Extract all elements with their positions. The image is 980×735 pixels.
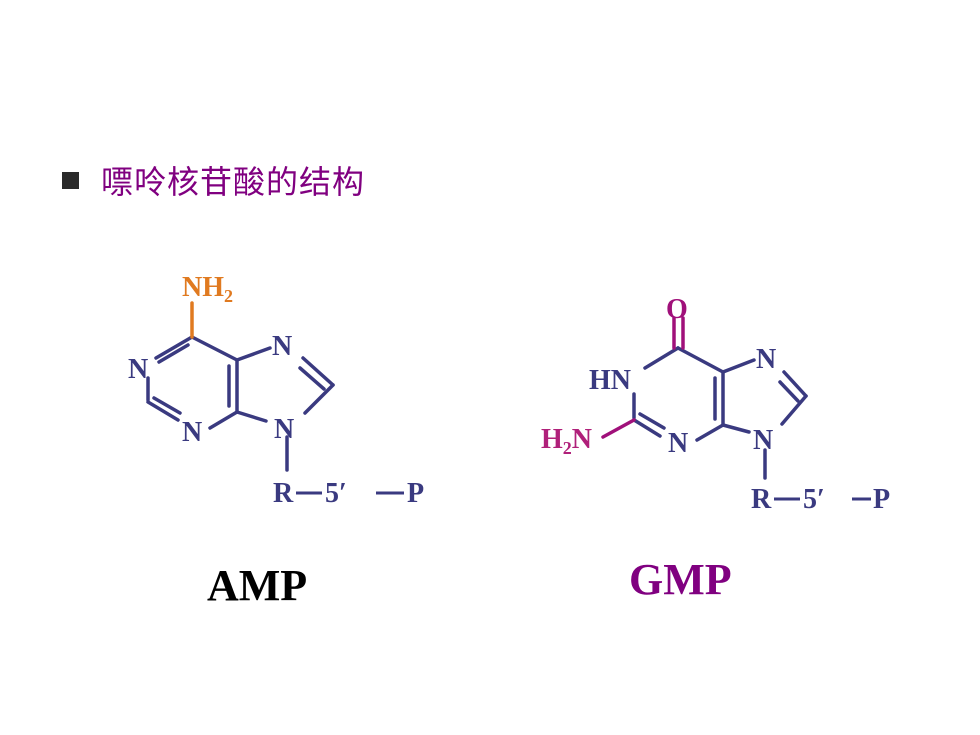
gmp-bond-c2-n3 — [632, 418, 662, 438]
gmp-bond-c2-n3-double — [638, 412, 666, 430]
amp-chain-five-prime: 5′ — [325, 478, 347, 509]
gmp-bond-n3-c4 — [695, 423, 725, 442]
amp-atom-n7: N — [272, 331, 292, 362]
gmp-bonds — [632, 346, 808, 480]
square-bullet-icon — [62, 171, 79, 189]
gmp-bond-c8-n9 — [780, 394, 808, 426]
gmp-structure: O HN N N N H2N R 5′ P — [541, 294, 890, 515]
amp-bond-c2-n3 — [146, 400, 180, 422]
amp-chain-p: P — [407, 478, 424, 509]
amp-caption: AMP — [207, 561, 308, 610]
amp-bond-n7-c8 — [301, 356, 335, 387]
gmp-chain-p: P — [873, 484, 890, 515]
amp-bond-c6-n1-double — [157, 343, 190, 364]
amp-atom-n9: N — [274, 414, 294, 445]
bullet-row: 嘌呤核苷酸的结构 — [62, 156, 365, 204]
gmp-chain-five-prime: 5′ — [803, 484, 825, 515]
gmp-bond-c5-n7 — [721, 358, 756, 374]
gmp-bond-c6-n1 — [643, 346, 680, 370]
amp-bond-c5-n7 — [235, 346, 272, 362]
gmp-amine-label: H2N — [541, 424, 592, 458]
amp-bond-c8-n9 — [303, 383, 335, 415]
amp-atom-n3: N — [182, 417, 202, 448]
gmp-magenta-bonds — [601, 316, 685, 439]
amp-bond-c5-c6 — [190, 335, 239, 362]
gmp-bond-c2-nh2 — [601, 418, 636, 439]
amp-bond-n3-c4 — [208, 410, 239, 430]
gmp-atom-n3: N — [668, 428, 688, 459]
amp-bond-c6-n1 — [154, 335, 194, 360]
gmp-atom-hn: HN — [589, 365, 631, 396]
gmp-caption: GMP — [629, 555, 732, 604]
amp-chain-r: R — [273, 478, 294, 509]
gmp-chain-r: R — [751, 484, 772, 515]
gmp-bond-n9-c4 — [721, 423, 751, 434]
gmp-bond-n7-c8-double — [778, 380, 800, 403]
gmp-atom-n7: N — [756, 344, 776, 375]
amp-structure: NH2 N N N N R 5′ P — [128, 272, 424, 509]
amp-bond-n7-c8-double — [298, 366, 326, 391]
amp-bonds — [146, 335, 335, 472]
amp-bond-c2-n3-double — [152, 396, 182, 415]
gmp-atom-n9: N — [753, 425, 773, 456]
amp-bond-n9-c4 — [235, 410, 268, 423]
amp-nh2-label: NH2 — [182, 272, 233, 306]
gmp-atom-o: O — [666, 294, 688, 325]
gmp-bond-n7-c8 — [782, 370, 808, 398]
slide-heading: 嘌呤核苷酸的结构 — [101, 163, 366, 201]
amp-atom-n1: N — [128, 354, 148, 385]
gmp-bond-c5-c6 — [676, 346, 725, 374]
